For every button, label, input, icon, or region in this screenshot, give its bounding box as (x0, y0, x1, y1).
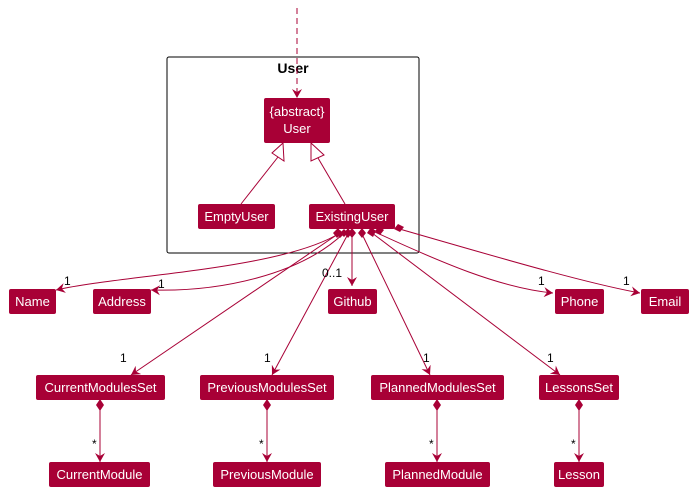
class-github[interactable]: Github (328, 289, 377, 314)
edge-email (395, 227, 641, 297)
diamond-previous-module (263, 399, 271, 411)
class-planned-modules-set[interactable]: PlannedModulesSet (371, 375, 504, 400)
class-previous-module[interactable]: PreviousModule (213, 462, 321, 487)
existing-user-label: ExistingUser (316, 209, 390, 224)
class-phone[interactable]: Phone (555, 289, 604, 314)
mult-planned-module: * (429, 437, 434, 451)
package-title: User (277, 60, 309, 76)
mult-address: 1 (158, 277, 165, 291)
name-label: Name (15, 294, 50, 309)
mult-current-modules-set: 1 (120, 351, 127, 365)
class-empty-user[interactable]: EmptyUser (198, 204, 275, 229)
diamond-lessons-set (367, 227, 376, 237)
edge-planned-modules-set (361, 233, 431, 376)
inheritance-existing-user (310, 141, 346, 205)
email-label: Email (649, 294, 682, 309)
class-email[interactable]: Email (641, 289, 689, 314)
class-current-modules-set[interactable]: CurrentModulesSet (36, 375, 165, 400)
diamond-planned-module (433, 399, 441, 411)
mult-github: 0..1 (322, 266, 342, 280)
mult-phone: 1 (538, 274, 545, 288)
edge-address (150, 232, 345, 296)
previous-module-label: PreviousModule (220, 467, 313, 482)
mult-previous-module: * (259, 437, 264, 451)
planned-modules-set-label: PlannedModulesSet (379, 380, 496, 395)
class-name[interactable]: Name (9, 289, 56, 314)
diamond-lesson (575, 399, 583, 411)
class-existing-user[interactable]: ExistingUser (309, 204, 395, 229)
mult-lesson: * (571, 437, 576, 451)
mult-planned-modules-set: 1 (423, 351, 430, 365)
class-lesson[interactable]: Lesson (554, 462, 604, 487)
previous-modules-set-label: PreviousModulesSet (207, 380, 327, 395)
user-package: User (166, 56, 420, 254)
mult-previous-modules-set: 1 (264, 351, 271, 365)
mult-current-module: * (92, 437, 97, 451)
current-modules-set-label: CurrentModulesSet (45, 380, 157, 395)
class-lessons-set[interactable]: LessonsSet (539, 375, 619, 400)
multiplicity-labels: 1 1 0..1 1 1 1 1 1 1 * * * * (64, 266, 630, 451)
diamond-planned-modules-set (358, 228, 366, 238)
diamond-previous-modules-set (344, 228, 352, 238)
abstract-user-name: User (283, 121, 311, 136)
class-previous-modules-set[interactable]: PreviousModulesSet (200, 375, 334, 400)
composition-edges (55, 227, 641, 462)
class-current-module[interactable]: CurrentModule (49, 462, 150, 487)
lesson-label: Lesson (558, 467, 600, 482)
edge-lessons-set (371, 232, 561, 376)
planned-module-label: PlannedModule (392, 467, 482, 482)
github-label: Github (333, 294, 371, 309)
edge-name (55, 232, 341, 293)
mult-name: 1 (64, 274, 71, 288)
diamond-current-module (96, 399, 104, 411)
class-planned-module[interactable]: PlannedModule (385, 462, 490, 487)
mult-email: 1 (623, 274, 630, 288)
current-module-label: CurrentModule (57, 467, 143, 482)
diamond-current-modules-set (333, 228, 342, 238)
edge-current-modules-set (130, 233, 339, 376)
package-frame (166, 56, 420, 254)
inheritance-empty-user (240, 141, 285, 205)
abstract-user-stereotype: {abstract} (270, 104, 326, 119)
composition-diamonds (96, 224, 583, 411)
address-label: Address (98, 294, 146, 309)
class-abstract-user[interactable]: {abstract} User (264, 98, 330, 143)
empty-user-label: EmptyUser (204, 209, 269, 224)
edge-phone (374, 231, 554, 298)
class-address[interactable]: Address (93, 289, 151, 314)
diamond-email (394, 224, 404, 232)
lessons-set-label: LessonsSet (545, 380, 613, 395)
phone-label: Phone (561, 294, 599, 309)
mult-lessons-set: 1 (547, 351, 554, 365)
edge-previous-modules-set (271, 233, 349, 376)
